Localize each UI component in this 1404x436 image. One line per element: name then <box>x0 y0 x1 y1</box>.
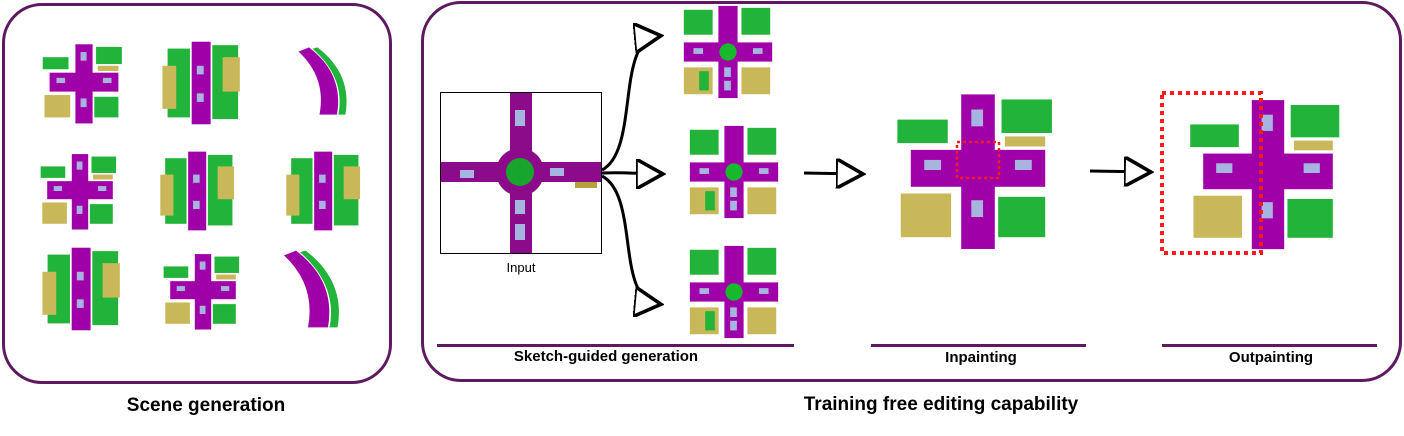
editing-caption: Training free editing capability <box>803 394 1079 415</box>
arrow-to-output-2 <box>601 173 660 174</box>
editing-panel <box>421 1 1402 382</box>
inpainting-label: Inpainting <box>945 349 1017 366</box>
sketch-rule <box>437 344 794 347</box>
sketch-guided-label: Sketch-guided generation <box>513 348 699 365</box>
arrow-to-outpainting <box>1089 171 1148 172</box>
input-sketch <box>440 92 602 254</box>
arrow-to-inpainting <box>803 173 860 174</box>
outpaint-region-box <box>1160 91 1263 255</box>
outpainting-label: Outpainting <box>1228 349 1314 366</box>
scene-generation-caption: Scene generation <box>126 395 286 416</box>
outpainting-rule <box>1162 344 1377 347</box>
arrow-to-output-1 <box>601 36 658 172</box>
inpaint-region-box <box>955 140 1001 180</box>
inpainting-rule <box>871 344 1086 347</box>
arrow-to-output-3 <box>601 174 658 304</box>
scene-generation-panel <box>2 3 392 384</box>
input-label: Input <box>506 260 536 275</box>
